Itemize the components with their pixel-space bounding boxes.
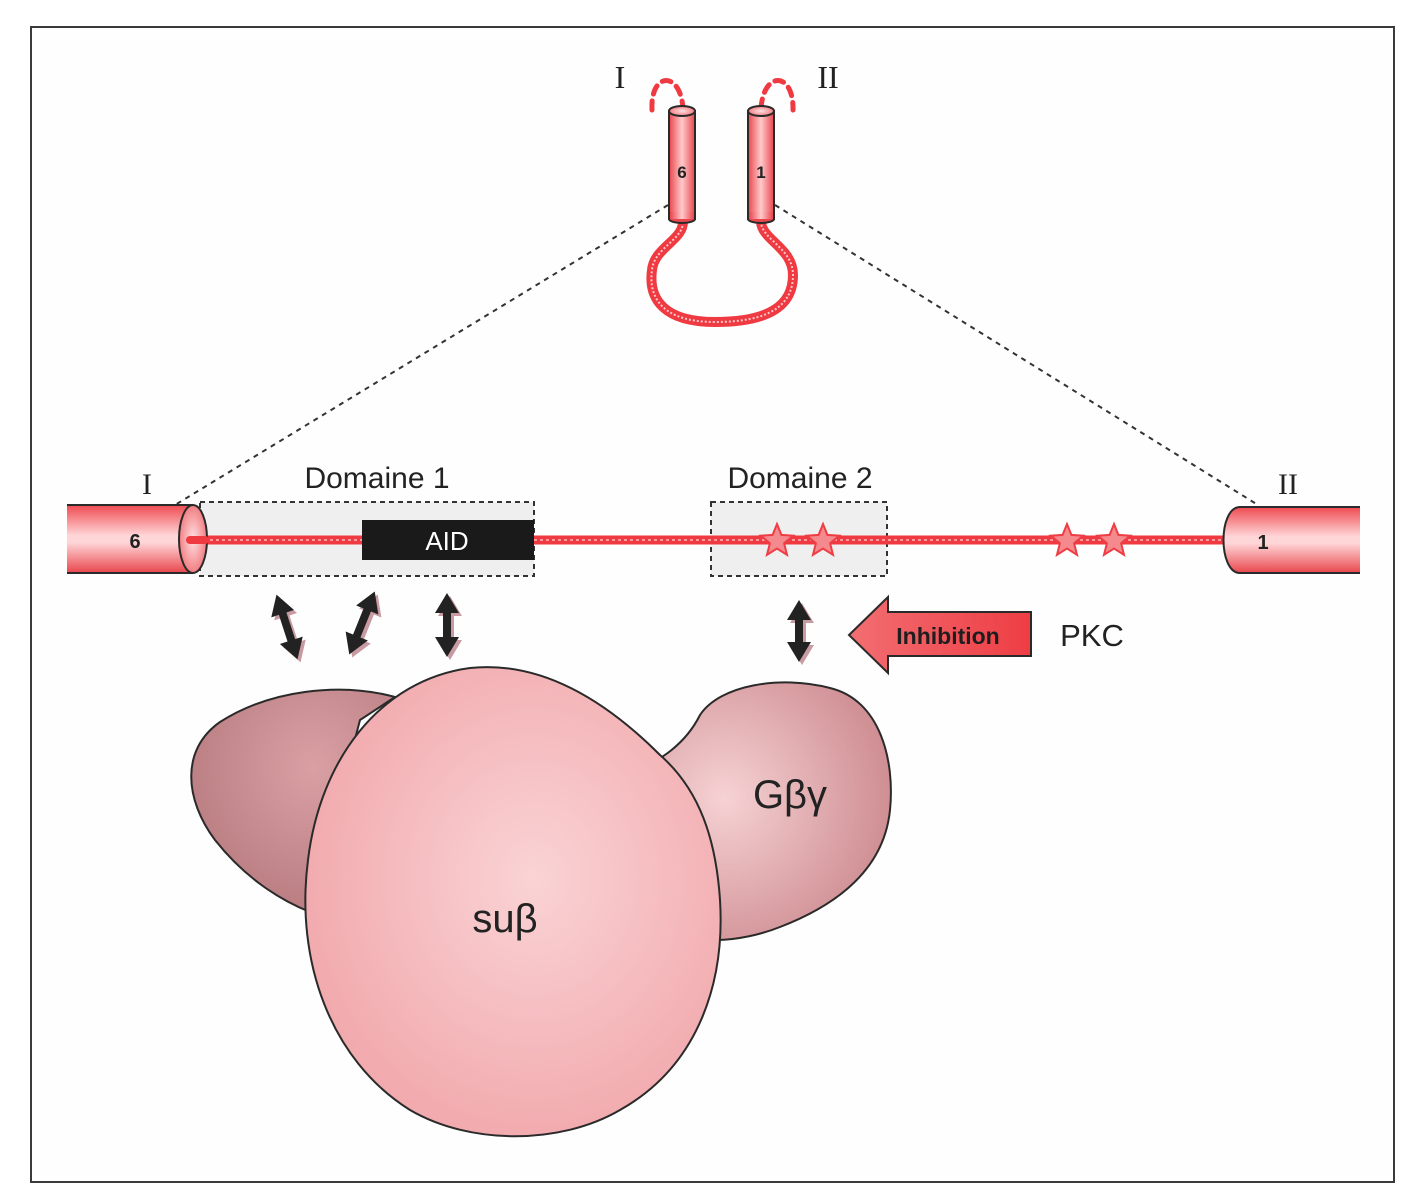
repeat-I-label: I (142, 468, 152, 501)
extracellular-loop-left (649, 78, 686, 113)
aid-block (362, 520, 534, 560)
segment-1-number: 1 (1257, 532, 1268, 554)
domain-2-label: Domaine 2 (727, 462, 872, 495)
domain-1-label: Domaine 1 (304, 462, 449, 495)
pkc-label: PKC (1060, 618, 1124, 653)
segment-1-cylinder-top (747, 105, 775, 224)
interaction-arrow-4 (787, 600, 811, 662)
phosphorylation-sites (758, 521, 1133, 557)
segment-1-number-top: 1 (756, 163, 765, 182)
interaction-arrow-2 (345, 591, 379, 655)
inhibition-arrow: Inhibition (847, 594, 1032, 676)
projection-line-left (174, 204, 669, 506)
phospho-star-domain2 (758, 521, 796, 557)
beta-subunit-blob (304, 666, 722, 1138)
expanded-linker-view: AID 6 1 I II Domaine 1 Domaine 2 (67, 462, 1360, 577)
inhibition-label: Inhibition (896, 623, 999, 649)
interaction-arrow-3 (435, 593, 459, 657)
interaction-arrow-1 (271, 594, 303, 660)
repeat-II-label-top: II (817, 59, 838, 95)
repeat-II-label: II (1278, 468, 1298, 501)
segment-6-number-top: 6 (677, 163, 686, 182)
phospho-star (1048, 521, 1086, 557)
left-subunit-blob (190, 688, 398, 914)
segment-6-cylinder-top (668, 105, 696, 224)
projection-line-right (774, 204, 1259, 506)
top-channel-view: 6 1 I II (615, 59, 839, 328)
segment-6-cylinder (67, 504, 209, 574)
aid-label: AID (425, 526, 468, 556)
segment-6-number: 6 (129, 531, 140, 553)
extracellular-loop-right (758, 78, 796, 113)
segment-1-cylinder (1222, 506, 1360, 574)
repeat-I-label-top: I (615, 59, 626, 95)
linker-loop (646, 217, 799, 328)
phospho-star (1095, 521, 1133, 557)
gbetagamma-label: Gβγ (753, 773, 827, 817)
phospho-star-domain2 (804, 521, 842, 557)
interaction-arrows (271, 591, 811, 662)
beta-subunit-label: suβ (472, 897, 537, 941)
